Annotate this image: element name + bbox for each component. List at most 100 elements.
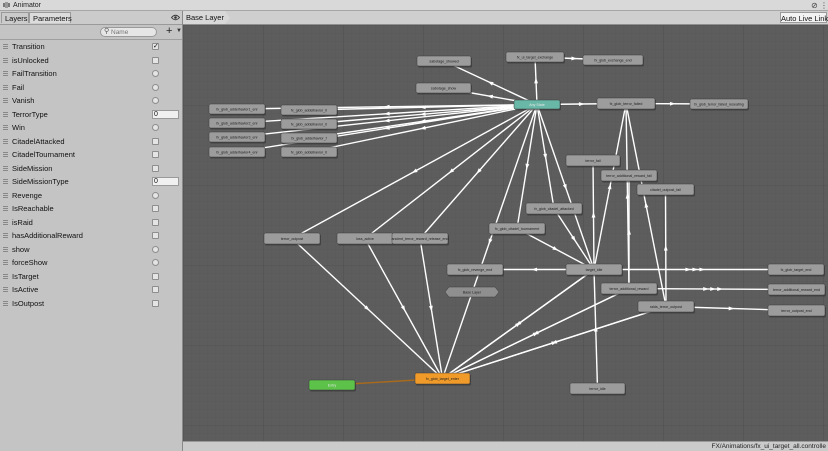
drag-handle-icon[interactable]: [3, 71, 8, 76]
transition-arrow[interactable]: [536, 104, 595, 270]
parameter-name[interactable]: Win: [12, 123, 25, 132]
transition-arrow[interactable]: [442, 268, 595, 380]
transition-arrow[interactable]: [441, 104, 538, 379]
transition-arrow[interactable]: [663, 189, 668, 307]
transition-arrow[interactable]: [443, 60, 538, 106]
state-node[interactable]: fx_glob_addelhavior3_enr: [208, 131, 266, 144]
state-node[interactable]: terror_additional_reward: [600, 282, 658, 296]
parameter-name[interactable]: show: [12, 244, 30, 254]
state-node[interactable]: terror_additional_reward_end: [767, 283, 826, 297]
transition-arrow[interactable]: [236, 103, 538, 138]
transition-arrow[interactable]: [419, 238, 444, 379]
transition-arrow[interactable]: [627, 175, 631, 289]
parameter-row[interactable]: show: [0, 243, 182, 257]
graph-canvas[interactable]: sabotage_showedsabotage_showfx_ui_target…: [183, 25, 828, 441]
state-node[interactable]: fx_glob_addelhavior1_enr: [208, 103, 266, 116]
parameter-bool-checkbox[interactable]: ✓: [152, 43, 159, 50]
parameter-name[interactable]: isRaid: [12, 217, 33, 227]
drag-handle-icon[interactable]: [3, 233, 8, 238]
parameter-trigger-toggle[interactable]: [152, 70, 159, 77]
parameter-name[interactable]: Fail: [12, 82, 25, 92]
transition-arrow[interactable]: [516, 104, 538, 229]
parameter-name[interactable]: FailTransition: [12, 69, 57, 78]
transition-arrow[interactable]: [308, 103, 538, 139]
transition-arrow[interactable]: [308, 103, 538, 153]
transition-arrow[interactable]: [591, 160, 596, 270]
parameter-bool-checkbox[interactable]: [152, 286, 159, 293]
transition-arrow[interactable]: [308, 103, 538, 111]
parameter-row[interactable]: CitadelTournament: [0, 148, 182, 162]
transition-arrow[interactable]: [625, 103, 667, 307]
drag-handle-icon[interactable]: [3, 179, 8, 184]
any-state-node[interactable]: Any State: [513, 99, 561, 111]
parameter-name[interactable]: forceShow: [12, 258, 48, 267]
drag-handle-icon[interactable]: [3, 44, 8, 49]
drag-handle-icon[interactable]: [3, 246, 8, 252]
parameter-int-field[interactable]: 0: [152, 177, 179, 186]
state-node[interactable]: fx_glob_citadel_attacked: [525, 202, 583, 216]
state-node[interactable]: fx_ui_target_exchange: [505, 51, 565, 64]
parameter-row[interactable]: isRaid: [0, 216, 182, 230]
parameter-name[interactable]: IsTarget: [12, 271, 39, 281]
parameter-row[interactable]: isUnlocked: [0, 54, 182, 68]
parameter-name[interactable]: SideMission: [12, 163, 53, 173]
transition-arrow[interactable]: [419, 104, 538, 239]
drag-handle-icon[interactable]: [3, 206, 8, 211]
transition-arrow[interactable]: [553, 208, 595, 270]
state-node[interactable]: fx_glob_citadel_tournament: [488, 222, 546, 236]
base-layer-node[interactable]: Base Layer: [444, 286, 500, 298]
parameter-trigger-toggle[interactable]: [152, 124, 159, 131]
parameter-name[interactable]: IsReachable: [12, 204, 54, 213]
add-parameter-button[interactable]: +: [166, 25, 173, 37]
state-node[interactable]: fx_glob_addelhavior4_enr: [208, 146, 266, 159]
parameter-name[interactable]: isUnlocked: [12, 55, 49, 65]
transition-arrow[interactable]: [291, 103, 538, 240]
drag-handle-icon[interactable]: [3, 98, 8, 103]
parameter-row[interactable]: IsOutpost: [0, 297, 182, 311]
parameter-row[interactable]: IsTarget: [0, 270, 182, 284]
parameter-row[interactable]: CitadelAttacked: [0, 135, 182, 149]
drag-handle-icon[interactable]: [3, 125, 8, 130]
parameter-trigger-toggle[interactable]: [152, 83, 159, 91]
drag-handle-icon[interactable]: [3, 260, 8, 265]
drag-handle-icon[interactable]: [3, 111, 8, 117]
transition-arrow[interactable]: [442, 287, 630, 380]
parameter-name[interactable]: IsActive: [12, 285, 39, 294]
parameter-row[interactable]: Transition✓: [0, 40, 182, 54]
state-node[interactable]: fx_glob_revenge_end: [446, 263, 504, 277]
parameter-row[interactable]: SideMission: [0, 162, 182, 176]
parameter-row[interactable]: Fail: [0, 81, 182, 95]
drag-handle-icon[interactable]: [3, 300, 8, 306]
parameter-bool-checkbox[interactable]: [152, 151, 159, 158]
parameter-trigger-toggle[interactable]: [152, 191, 159, 199]
default-state-node[interactable]: fx_glob_target_enter: [414, 372, 471, 386]
search-input[interactable]: [111, 28, 155, 36]
parameter-bool-checkbox[interactable]: [152, 56, 159, 64]
parameter-trigger-toggle[interactable]: [152, 245, 159, 253]
parameter-name[interactable]: Revenge: [12, 190, 43, 200]
drag-handle-icon[interactable]: [3, 138, 8, 144]
state-node[interactable]: fx_glob_target_end: [767, 263, 825, 277]
transition-arrow[interactable]: [364, 238, 444, 379]
parameter-row[interactable]: Revenge: [0, 189, 182, 203]
transition-arrow[interactable]: [593, 269, 599, 389]
chevron-down-icon[interactable]: ▼: [176, 28, 182, 34]
state-node[interactable]: fx_glob_exchange_end: [582, 54, 644, 67]
parameter-bool-checkbox[interactable]: [152, 272, 159, 280]
drag-handle-icon[interactable]: [3, 192, 8, 198]
parameter-int-field[interactable]: 0: [152, 109, 179, 119]
transition-arrow[interactable]: [308, 103, 538, 125]
parameter-row[interactable]: forceShow: [0, 256, 182, 270]
state-node[interactable]: fx_glob_addelhavior_f: [280, 132, 338, 145]
state-node[interactable]: fx_glob_terror_failed_reseating: [689, 98, 749, 111]
parameter-name[interactable]: Vanish: [12, 96, 35, 105]
eye-icon[interactable]: [171, 14, 180, 21]
state-node[interactable]: terror_outpost: [263, 232, 321, 246]
parameter-name[interactable]: CitadelAttacked: [12, 136, 65, 146]
parameter-row[interactable]: Vanish: [0, 94, 182, 108]
state-node[interactable]: target_idle: [565, 263, 623, 277]
drag-handle-icon[interactable]: [3, 219, 8, 225]
